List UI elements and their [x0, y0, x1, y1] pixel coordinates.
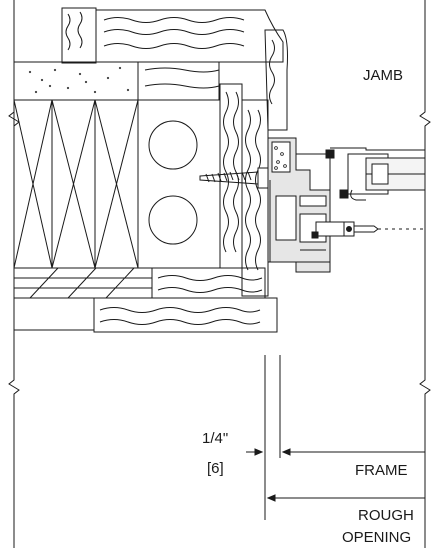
gap-fraction-label: 1/4"	[202, 430, 228, 447]
rough-opening-label-line2: OPENING	[342, 529, 411, 546]
upper-trim	[264, 29, 288, 131]
glazing-unit	[325, 147, 426, 201]
right-break-line	[419, 0, 431, 548]
drywall-strip	[13, 61, 220, 101]
frame-label: FRAME	[355, 462, 408, 479]
wood-stud	[13, 99, 139, 269]
hatched-base	[13, 267, 153, 299]
top-wood-member	[61, 7, 284, 64]
operator-hardware	[311, 221, 425, 239]
bottom-wood-member	[14, 267, 278, 333]
rough-opening-label-line1: ROUGH	[358, 507, 414, 524]
dimension-lines	[246, 355, 425, 520]
cored-block	[137, 99, 221, 269]
aluminum-frame	[267, 137, 331, 273]
gap-metric-label: [6]	[207, 460, 224, 477]
jamb-label: JAMB	[363, 67, 403, 84]
jamb-wood	[219, 83, 269, 297]
